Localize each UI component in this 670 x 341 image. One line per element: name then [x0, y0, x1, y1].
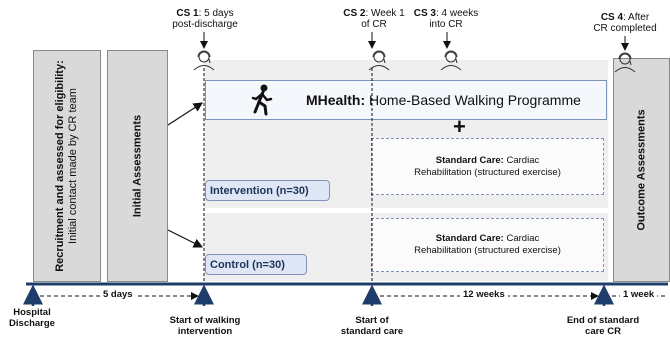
standard-care-line1: Standard Care: Cardiac	[435, 154, 540, 166]
recruitment-box: Recruitment and assessed for eligibility…	[33, 50, 101, 282]
mhealth-title: MHealth: Home-Based Walking Programme	[306, 92, 581, 108]
duration-1week: 1 week	[620, 289, 658, 300]
duration-12weeks: 12 weeks	[460, 289, 508, 300]
hospital-discharge-label: Hospital Discharge	[9, 307, 55, 329]
cs2-label: CS 2: Week 1 of CR	[343, 8, 405, 30]
duration-5days: 5 days	[100, 289, 136, 300]
cs4-label: CS 4: After CR completed	[593, 12, 657, 34]
walking-start-label: Start of walking intervention	[169, 315, 241, 337]
end-standard-care-label: End of standard care CR	[566, 315, 640, 337]
headset-icon-cs2	[368, 50, 390, 71]
to-intervention-arrow	[167, 102, 204, 126]
walking-person-icon	[251, 84, 273, 116]
standard-care-start-label: Start of standard care	[340, 315, 404, 337]
headset-icon-cs3	[440, 50, 462, 71]
standard-care-box-control: Standard Care: Cardiac Rehabilitation (s…	[371, 218, 604, 272]
standard-care-line2: Rehabilitation (structured exercise)	[414, 245, 561, 256]
headset-icon-cs4	[614, 52, 636, 73]
cs3-label: CS 3: 4 weeks into CR	[413, 8, 479, 30]
cs1-label: CS 1: 5 days post-discharge	[172, 8, 238, 30]
plus-sign: +	[453, 114, 466, 139]
control-group-label: Control (n=30)	[205, 254, 307, 275]
standard-care-line2: Rehabilitation (structured exercise)	[414, 166, 561, 178]
initial-assessments-box: Initial Assessments	[107, 50, 168, 282]
headset-icon-cs1	[193, 50, 215, 71]
intervention-group-label: Intervention (n=30)	[205, 180, 330, 201]
standard-care-line1: Standard Care: Cardiac	[435, 233, 540, 244]
to-control-arrow	[167, 229, 204, 248]
mhealth-box: MHealth: Home-Based Walking Programme	[205, 80, 607, 120]
standard-care-box-intervention: Standard Care: Cardiac Rehabilitation (s…	[371, 138, 604, 195]
